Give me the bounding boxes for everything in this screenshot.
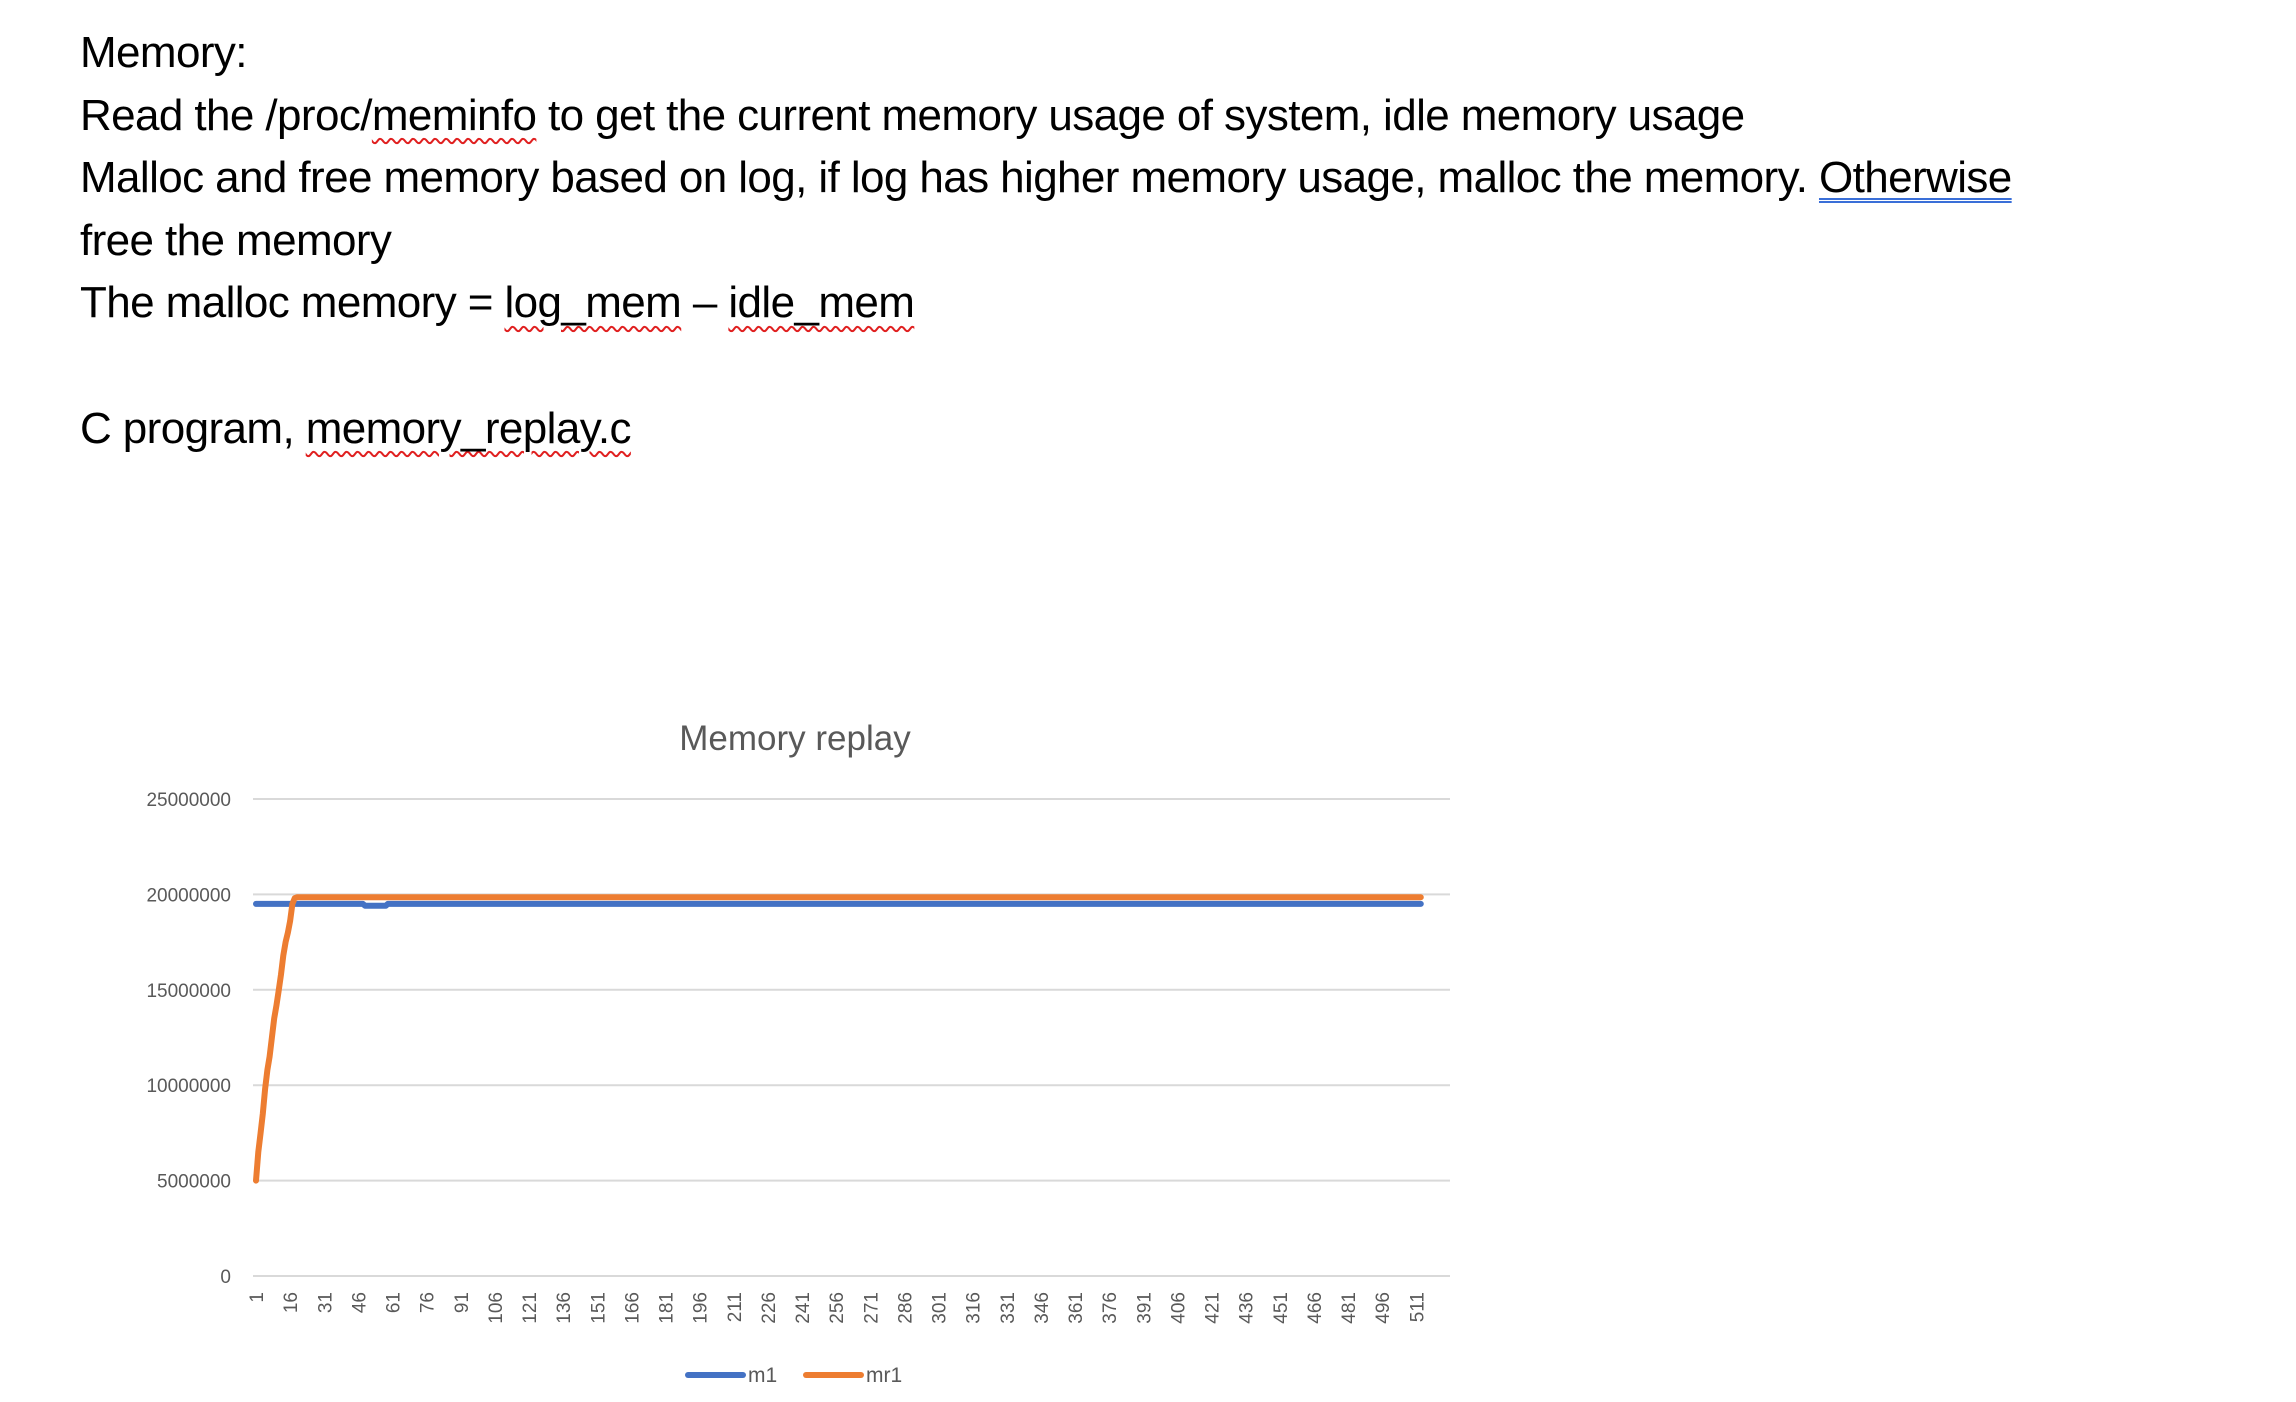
x-tick-label: 136 [554,1292,575,1324]
y-tick-label: 10000000 [146,1076,231,1097]
y-tick-label: 5000000 [157,1172,231,1193]
misspelled-word[interactable]: idle_mem [728,278,915,328]
misspelled-word[interactable]: log_mem [504,278,682,328]
legend[interactable]: m1 mr1 [685,1364,902,1387]
x-tick-label: 466 [1305,1292,1326,1324]
y-tick-label: 20000000 [146,885,231,906]
x-tick-label: 376 [1100,1292,1121,1324]
x-tick-label: 196 [691,1292,712,1324]
y-tick-label: 15000000 [146,981,231,1002]
x-tick-label: 121 [520,1292,541,1324]
x-tick-label: 106 [486,1292,507,1324]
x-tick-label: 391 [1134,1292,1155,1324]
document-body[interactable]: Memory: Read the /proc/meminfo to get th… [80,22,2280,460]
grammar-flagged-word[interactable]: Otherwise [1818,153,2012,203]
gridlines [253,798,1450,1277]
misspelled-word[interactable]: meminfo [371,90,537,140]
x-tick-label: 331 [998,1292,1019,1324]
y-axis-labels: 0 5000000 10000000 15000000 20000000 25000000 [146,790,231,1288]
series-line-mr1 [253,894,1424,1184]
x-axis-labels: 1 16 31 46 61 76 91 106 121 136 151 166 181 196 211 226… [247,1292,1428,1324]
x-tick-label: 436 [1237,1292,1258,1324]
x-tick-label: 406 [1168,1292,1189,1324]
x-tick-label: 1 [247,1292,268,1303]
text: C program, [80,403,306,453]
x-tick-label: 511 [1407,1292,1428,1322]
x-tick-label: 166 [622,1292,643,1324]
x-tick-label: 76 [418,1292,439,1313]
x-tick-label: 151 [588,1292,609,1324]
x-tick-label: 271 [861,1292,882,1324]
chart-title: Memory replay [679,719,911,758]
series-line-m1 [253,900,1424,909]
text: Malloc and free memory based on log, if … [80,153,1819,203]
x-tick-label: 61 [384,1292,405,1313]
x-tick-label: 301 [930,1292,951,1324]
x-tick-label: 226 [759,1292,780,1324]
x-tick-label: 211 [725,1292,746,1322]
x-tick-label: 241 [793,1292,814,1324]
x-tick-label: 496 [1373,1292,1394,1324]
text: to get the current memory usage of syste… [536,90,1745,140]
x-tick-label: 46 [349,1292,370,1313]
series-lines [253,894,1424,1184]
x-tick-label: 31 [315,1292,336,1313]
heading: Memory: [80,28,248,77]
legend-label-m1: m1 [748,1364,777,1387]
formula-line: The malloc memory = log_mem – idle_mem [80,272,2280,335]
x-tick-label: 481 [1339,1292,1360,1324]
x-tick-label: 286 [895,1292,916,1324]
paragraph-line: Read the /proc/meminfo to get the curren… [80,85,2280,148]
x-tick-label: 256 [827,1292,848,1324]
x-tick-label: 16 [281,1292,302,1313]
text: – [681,278,729,328]
x-tick-label: 316 [964,1292,985,1324]
y-tick-label: 25000000 [146,790,231,811]
x-tick-label: 181 [657,1292,678,1324]
x-tick-label: 346 [1032,1292,1053,1324]
x-tick-label: 421 [1203,1292,1224,1324]
y-tick-label: 0 [220,1267,231,1288]
paragraph-line: free the memory [80,215,392,265]
misspelled-word[interactable]: memory_replay.c [305,403,632,453]
x-tick-label: 361 [1066,1292,1087,1324]
paragraph-line: Malloc and free memory based on log, if … [80,147,2280,210]
x-tick-label: 451 [1271,1292,1292,1324]
x-tick-label: 91 [452,1292,473,1313]
legend-label-mr1: mr1 [866,1364,902,1387]
text: The malloc memory = [80,278,505,328]
paragraph-line: C program, memory_replay.c [80,398,2280,461]
text: Read the /proc/ [80,90,372,140]
